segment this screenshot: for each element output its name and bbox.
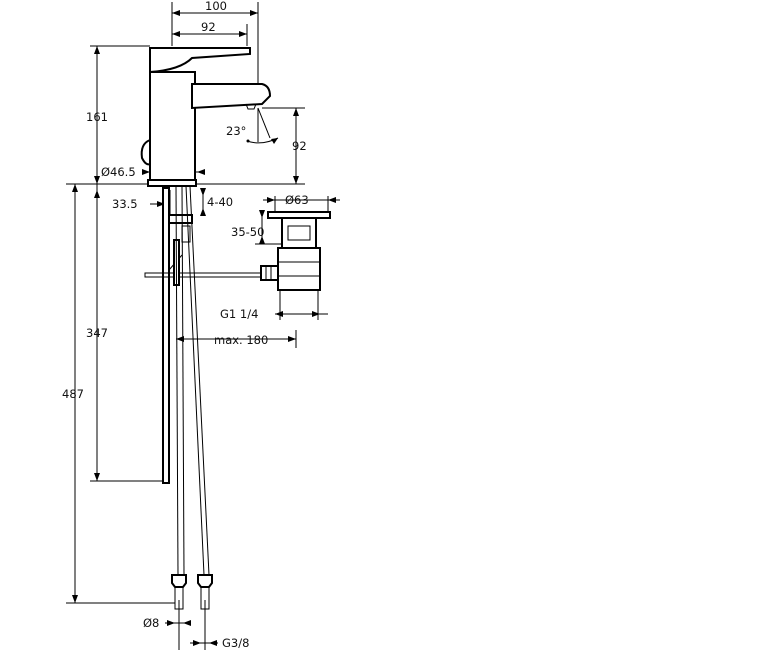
- mounting: 33.5 4-40: [112, 188, 233, 243]
- top-dimensions: 100 92: [171, 0, 259, 88]
- dim-height-body: 161: [86, 110, 108, 124]
- max-length-dimension: max. 180: [176, 330, 297, 348]
- faucet-body: [140, 47, 272, 187]
- dim-width-total: 100: [205, 0, 227, 13]
- waste-fitting: Ø63 35-50 G1 1/4: [220, 193, 340, 321]
- dim-hose-thread: G3/8: [222, 636, 249, 650]
- dim-hose-lower: 347: [86, 326, 108, 340]
- dim-waste-height: 35-50: [231, 225, 264, 239]
- dim-hose-total: 487: [62, 387, 84, 401]
- dim-waste-thread: G1 1/4: [220, 307, 258, 321]
- dim-width-spout: 92: [201, 20, 216, 34]
- dim-angle: 23°: [226, 124, 246, 138]
- dim-bracket-offset: 33.5: [112, 197, 138, 211]
- left-dimensions: 161 487 347 Ø46.5: [62, 45, 205, 604]
- bottom-dimensions: Ø8 G3/8: [143, 616, 249, 650]
- dim-base-diameter: Ø46.5: [101, 165, 136, 179]
- dim-counter-thickness: 4-40: [207, 195, 233, 209]
- dim-waste-diameter: Ø63: [285, 193, 309, 207]
- dim-hose-diameter: Ø8: [143, 616, 159, 630]
- dim-spout-height: 92: [292, 139, 307, 153]
- hoses: [171, 185, 213, 650]
- spout-dimensions: 23° 92: [196, 107, 307, 185]
- dim-max-length: max. 180: [214, 333, 268, 347]
